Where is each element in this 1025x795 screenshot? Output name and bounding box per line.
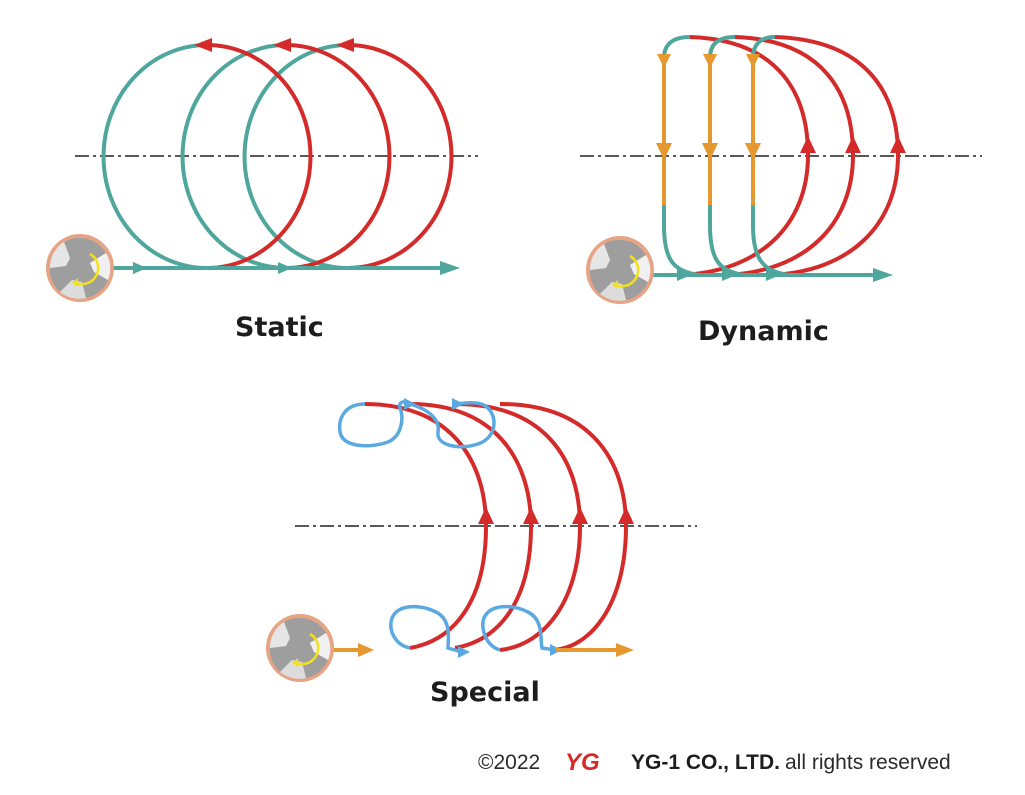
static-feed-arrow [440,261,460,275]
dynamic-label: Dynamic [698,316,829,347]
special-blue-loop-top-1 [337,400,411,448]
dynamic-feed-arrow-mid-2 [722,269,736,281]
dynamic-red-arc-2 [724,35,856,277]
static-label: Static [235,312,324,343]
static-red-loop-2 [285,43,392,270]
special-feed-arrow-end [616,643,634,657]
dynamic-orange-arrow-top-2 [703,54,717,68]
end-mill-tool-icon [264,612,336,684]
dynamic-orange-arrow-mid-3 [745,143,761,160]
special-blue-loop-top-2 [409,401,496,449]
special-red-arrow-4 [618,507,634,524]
dynamic-teal-hook-bottom-1 [662,205,701,277]
logo-text: YG [565,749,600,776]
copyright-year: ©2022 [478,751,540,774]
footer: ©2022 YG YG-1 CO., LTD. all rights reser… [478,749,951,776]
special-feed-arrow-start [358,643,374,657]
special-red-arrow-3 [572,507,588,524]
dynamic-orange-arrow-mid-2 [702,143,718,160]
dynamic-feed-arrow-mid-1 [677,269,691,281]
special-red-arc-3 [454,402,583,652]
static-teal-loop-3 [242,43,349,270]
dynamic-orange-arrow-top-3 [746,54,760,68]
special-blue-arrow-bottom-1 [458,646,470,658]
dynamic-red-arrow-1 [800,136,816,153]
rights-text: all rights reserved [785,751,951,774]
end-mill-tool-icon [584,234,656,306]
static-feed-arrow-mid-2 [278,262,292,274]
dynamic-panel: Dynamic [580,35,982,347]
static-top-arrow-2 [273,38,291,52]
dynamic-feed-arrow [873,268,893,282]
static-top-arrow-1 [194,38,212,52]
dynamic-red-arrow-3 [890,136,906,153]
special-red-arc-2 [409,402,534,650]
special-panel: Special [264,398,697,708]
dynamic-orange-arrow-top-1 [657,54,671,68]
dynamic-red-arc-3 [769,35,901,277]
special-red-arrow-1 [478,507,494,524]
dynamic-orange-arrow-mid-1 [656,143,672,160]
dynamic-red-arc-1 [679,35,811,277]
special-label: Special [430,677,540,708]
static-feed-arrow-mid-1 [133,262,147,274]
end-mill-tool-icon [44,232,116,304]
special-blue-arrow-top-2 [452,398,464,410]
dynamic-red-arrow-2 [845,136,861,153]
static-red-loop-3 [347,43,454,270]
static-teal-loop-2 [180,43,287,270]
company-name: YG-1 CO., LTD. [631,751,780,774]
yg1-logo-icon: YG [565,749,600,776]
static-top-arrow-3 [336,38,354,52]
special-blue-loop-bottom-1 [389,604,463,654]
special-red-arrow-2 [523,507,539,524]
special-red-arc-4 [499,402,629,652]
special-blue-loop-bottom-2 [481,604,557,652]
static-teal-loop-1 [101,43,208,270]
static-red-loop-1 [206,43,313,270]
static-panel: Static [44,38,478,343]
dynamic-feed-arrow-mid-3 [766,269,780,281]
special-blue-arrow-top-1 [404,398,416,410]
